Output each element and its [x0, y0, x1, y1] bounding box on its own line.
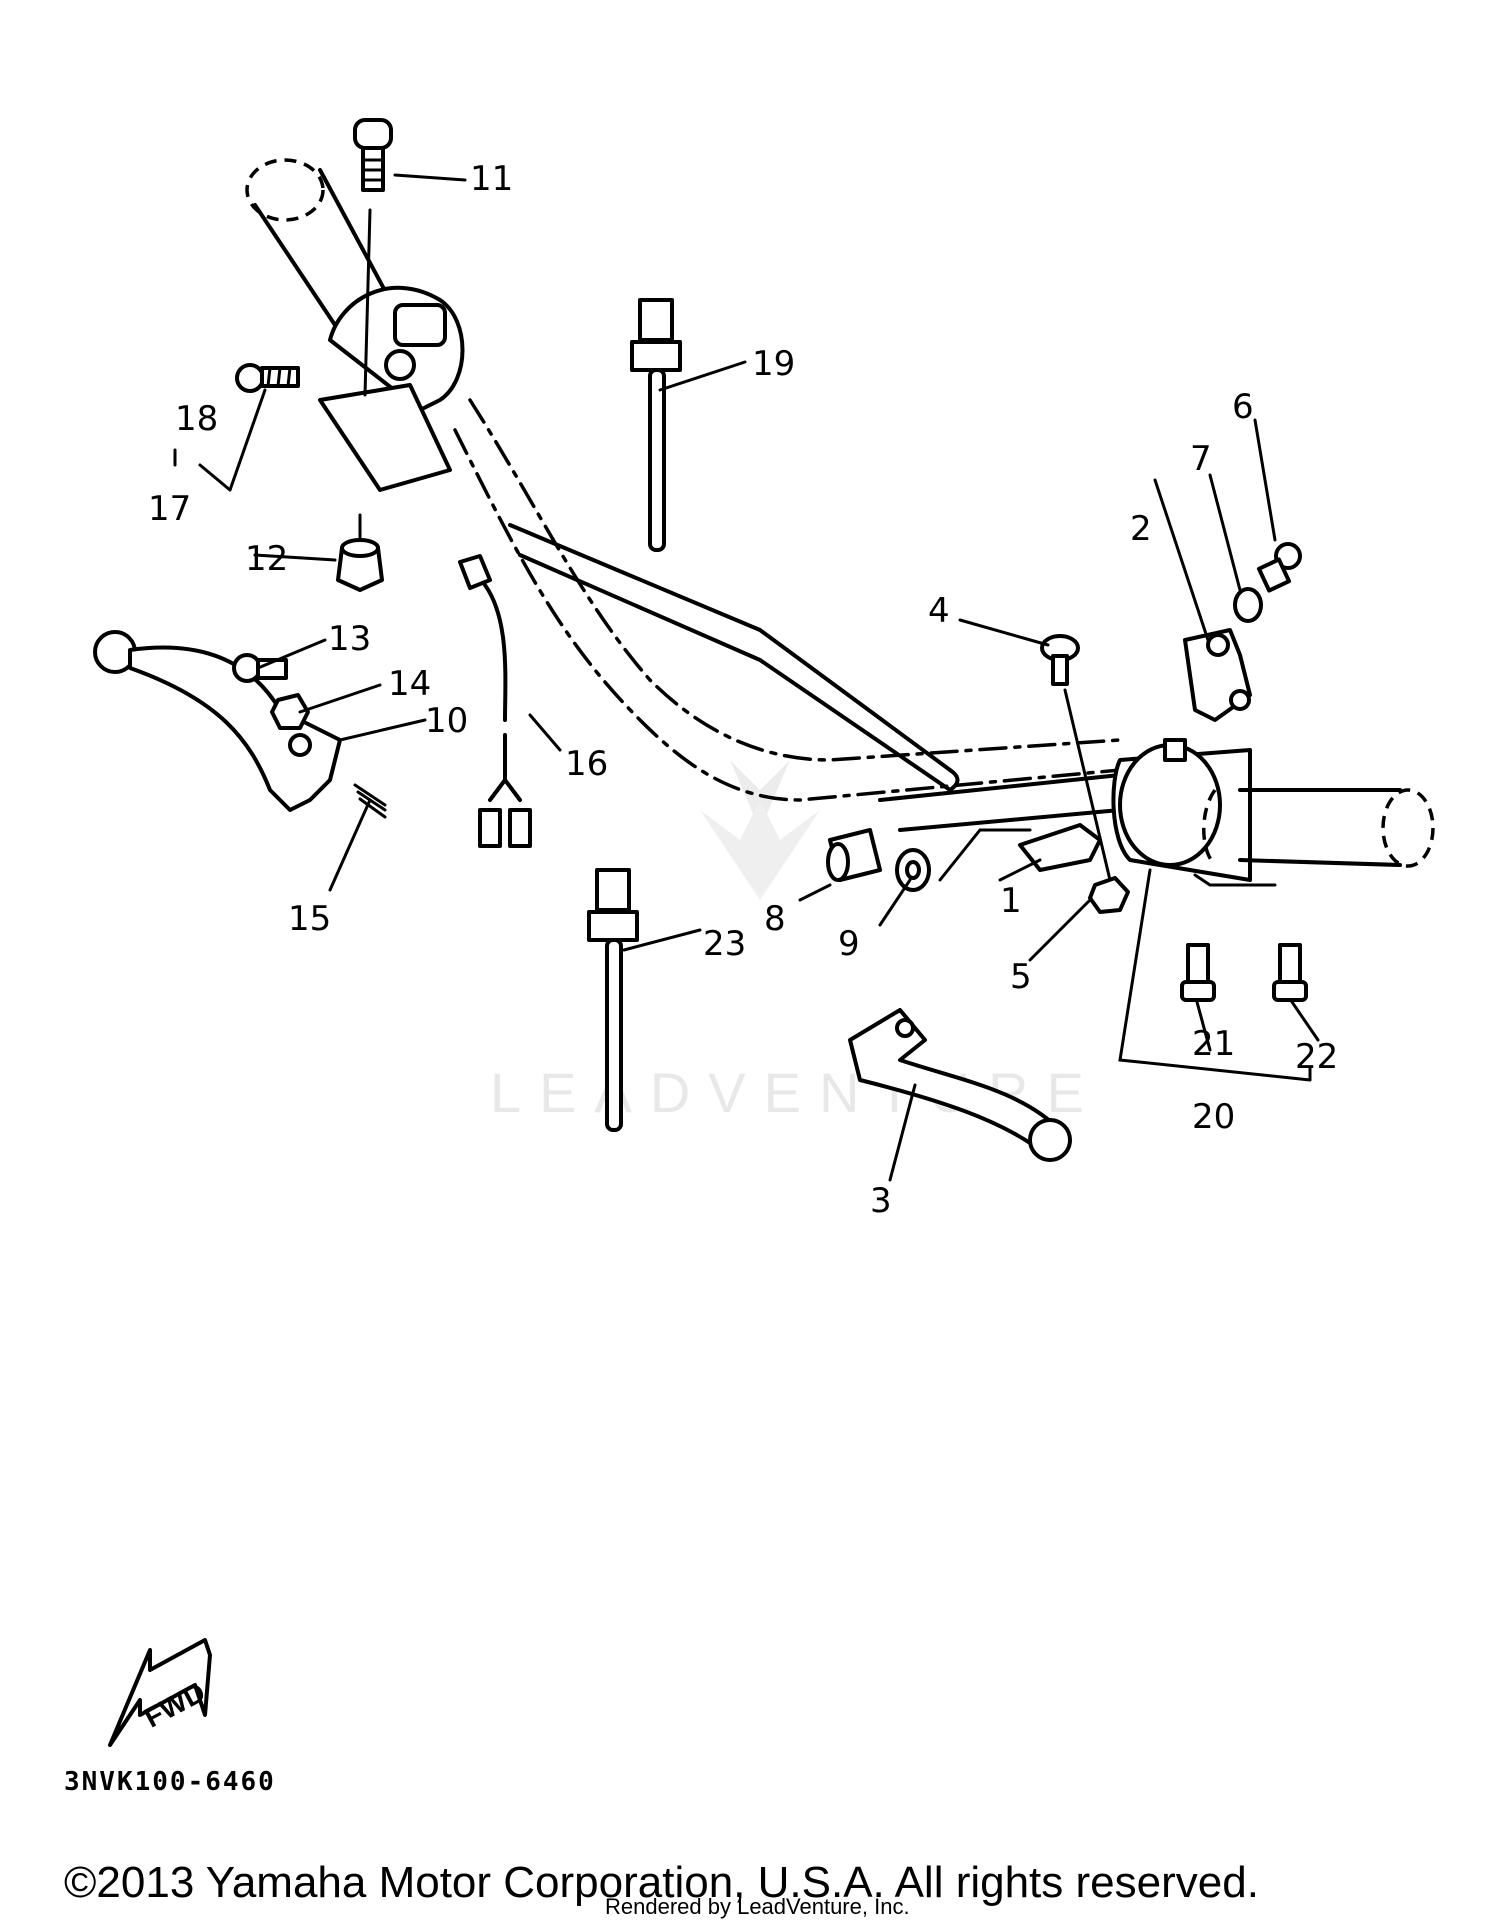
part-16-switch-wire [458, 554, 532, 848]
part-9-washer [895, 848, 931, 892]
part-19-cable-tie [630, 298, 682, 552]
part-label-19: 19 [752, 344, 795, 384]
part-2-bracket [1183, 628, 1252, 722]
fwd-arrow: FWD [108, 1638, 212, 1747]
part-label-4: 4 [928, 591, 950, 631]
part-3-lever [848, 1008, 1072, 1162]
part-4-screw [1040, 634, 1112, 882]
part-label-3: 3 [870, 1181, 892, 1221]
part-label-17: 17 [148, 489, 191, 529]
part-label-1: 1 [1000, 881, 1022, 921]
part-label-2: 2 [1130, 509, 1152, 549]
part-label-18: 18 [175, 399, 218, 439]
copyright-text: ©2013 Yamaha Motor Corporation, U.S.A. A… [64, 1858, 1259, 1907]
handlebar [453, 398, 1122, 832]
part-13-screw [232, 653, 288, 683]
part-23-cable-tie [587, 868, 639, 1132]
part-8-collar [826, 828, 882, 882]
part-label-5: 5 [1010, 957, 1032, 997]
left-grip [245, 158, 392, 342]
part-14-nut [270, 693, 310, 730]
leader-lines [173, 360, 1320, 1182]
part-label-20: 20 [1192, 1097, 1235, 1137]
leadventure-watermark: LEADVENTURE [490, 760, 1084, 1124]
part-label-23: 23 [703, 924, 746, 964]
left-switch-housing [318, 208, 465, 492]
part-label-22: 22 [1295, 1037, 1338, 1077]
part-labels: 1 2 3 4 5 6 7 8 9 10 11 12 13 14 15 16 1… [148, 159, 1338, 1221]
part-7-washer [1233, 587, 1263, 623]
part-label-16: 16 [565, 744, 608, 784]
part-label-6: 6 [1232, 387, 1254, 427]
right-grip [1111, 738, 1435, 882]
part-label-12: 12 [245, 539, 288, 579]
part-label-15: 15 [288, 899, 331, 939]
part-11-screw [353, 118, 467, 192]
diagram-code: 3NVK100-6460 [64, 1767, 276, 1797]
part-12-nut [336, 513, 384, 592]
part-label-9: 9 [838, 924, 860, 964]
part-10-lever [93, 630, 342, 812]
part-15-spring [353, 783, 387, 819]
part-label-8: 8 [764, 899, 786, 939]
part-label-13: 13 [328, 619, 371, 659]
part-label-10: 10 [425, 701, 468, 741]
part-label-21: 21 [1192, 1024, 1235, 1064]
part-label-11: 11 [470, 159, 513, 199]
part-label-14: 14 [388, 664, 431, 704]
part-21-screw [1180, 943, 1216, 1002]
part-5-nut [1088, 876, 1130, 914]
part-6-screw [1256, 542, 1302, 593]
rendered-by-text: Rendered by LeadVenture, Inc. [605, 1894, 910, 1919]
part-18-screw [235, 363, 300, 393]
part-22-screw [1272, 943, 1308, 1002]
part-label-7: 7 [1190, 439, 1212, 479]
